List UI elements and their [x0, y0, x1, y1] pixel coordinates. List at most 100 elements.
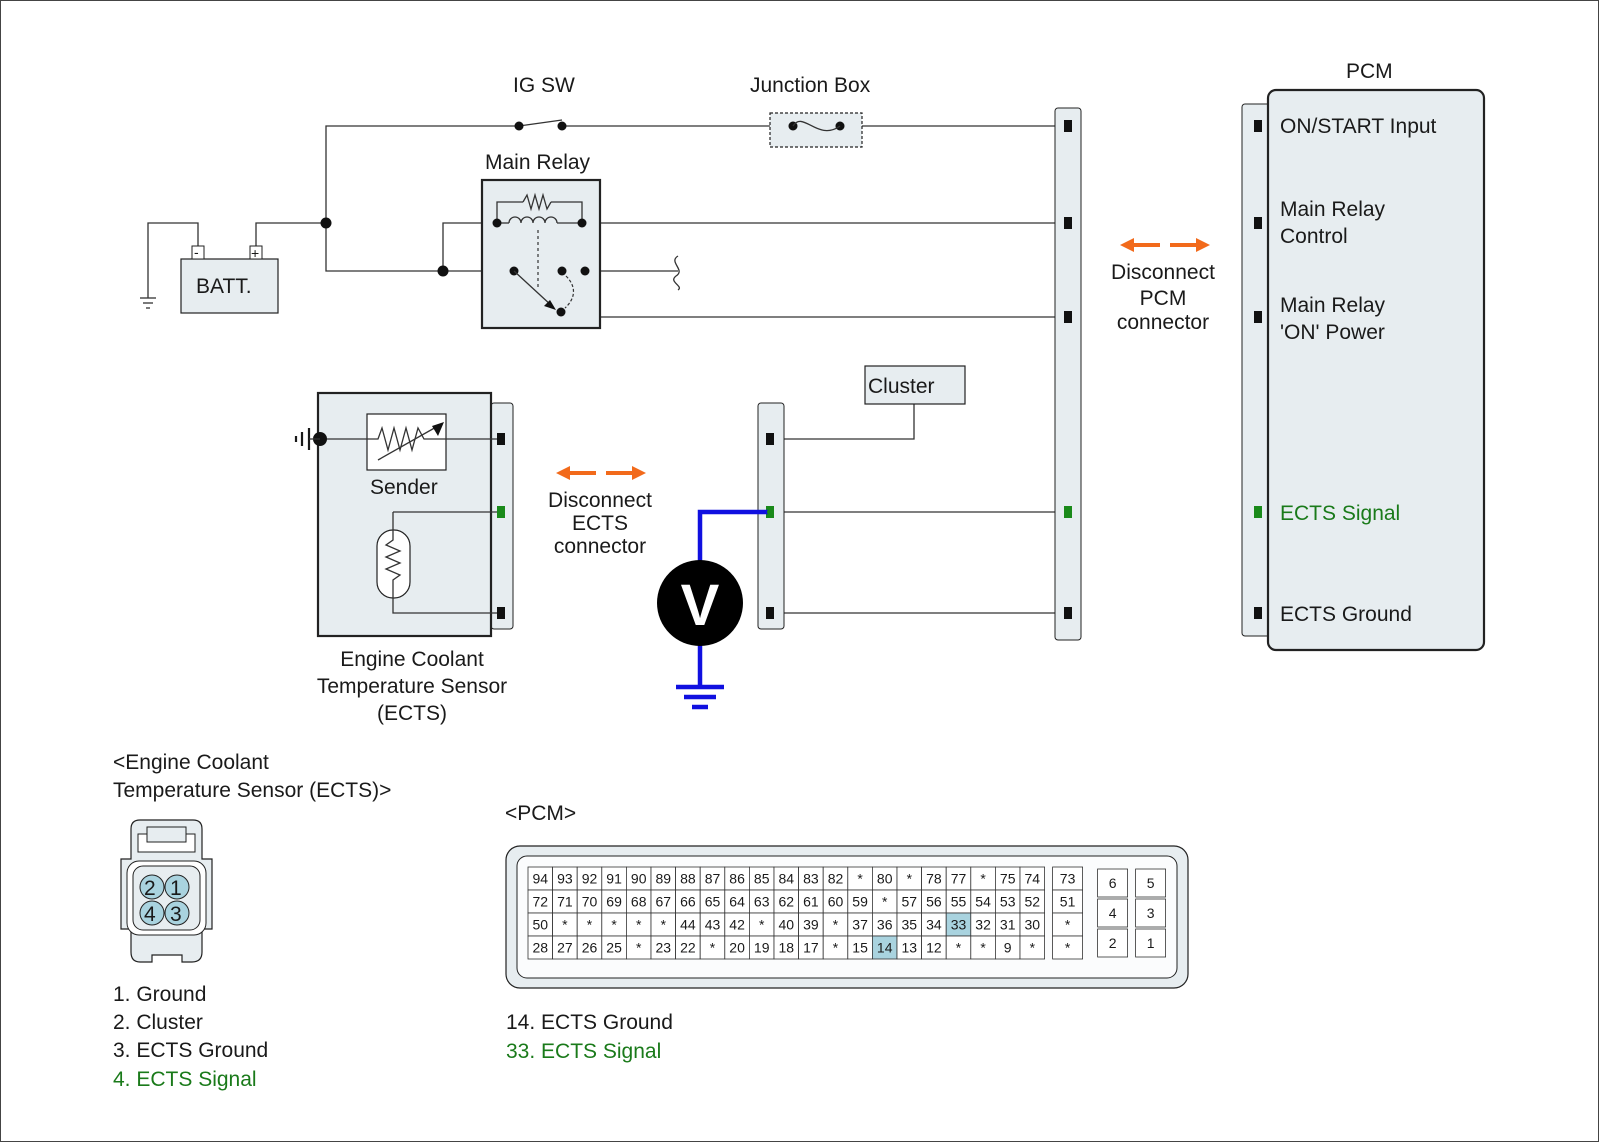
- pcm-pin-number: 67: [656, 894, 672, 910]
- harness-pin: [1064, 217, 1072, 229]
- pcm-pin-number: 33: [951, 917, 967, 933]
- pcm-pin-number: 75: [1000, 871, 1016, 887]
- pcm-pin-number: 37: [852, 917, 868, 933]
- pcm-pin-number: 40: [779, 917, 795, 933]
- pcm-pin-number: 71: [557, 894, 573, 910]
- pcm-pin-number: 56: [926, 894, 942, 910]
- pcm-pin-number: 50: [533, 917, 549, 933]
- disconnect-pcm-text: PCM: [1140, 287, 1187, 310]
- pcm-pin-cell: [1097, 868, 1128, 898]
- ects-pin: 3: [170, 903, 182, 926]
- disconnect-ects-text: connector: [554, 535, 646, 558]
- pcm-pin-number: *: [661, 917, 667, 933]
- pcm-pin-cell: [1097, 928, 1128, 958]
- pcm-pin-number: 54: [975, 894, 991, 910]
- pcm-pin-number: *: [710, 940, 716, 956]
- pcm-pin-main-relay-control: Main Relay: [1280, 198, 1386, 221]
- ig-switch: IG SW: [513, 74, 575, 131]
- pcm-pin-number: 18: [779, 940, 795, 956]
- pcm-pin-number: 35: [902, 917, 918, 933]
- wire-break-symbol: [673, 255, 680, 291]
- pcm-pin-number: *: [636, 940, 642, 956]
- pcm-pin-number: 85: [754, 871, 770, 887]
- ects-legend-item-signal: 4. ECTS Signal: [113, 1068, 257, 1091]
- pcm-pin-number: 87: [705, 871, 721, 887]
- pcm-pin-number: 70: [582, 894, 598, 910]
- pcm-pin-number: 55: [951, 894, 967, 910]
- batt-negative-label: -: [194, 244, 199, 260]
- pcm-pin-number: *: [587, 917, 593, 933]
- pcm-pin-number: 90: [631, 871, 647, 887]
- pcm-pin-number: 6: [1109, 875, 1117, 891]
- pcm-box: PCM ON/START Input Main Relay Control Ma…: [1241, 60, 1486, 652]
- pcm-pin-number: 78: [926, 871, 942, 887]
- ects-connector-title-2: Temperature Sensor (ECTS)>: [113, 779, 391, 802]
- pcm-pin-number: 12: [926, 940, 942, 956]
- junction-node: [437, 265, 449, 277]
- ects-legend-item: 2. Cluster: [113, 1011, 203, 1034]
- ects-title-line-1: Engine Coolant: [340, 648, 484, 671]
- pcm-pin-number: 89: [656, 871, 672, 887]
- pcm-pin-number: *: [759, 917, 765, 933]
- cluster-label: Cluster: [868, 375, 935, 398]
- pcm-pin-number: *: [980, 871, 986, 887]
- pcm-pin-number: 64: [729, 894, 745, 910]
- inline-pin: [766, 607, 774, 619]
- ects-sensor: Sender Engine Coolant Temperature Sensor…: [294, 391, 514, 725]
- pcm-pin-number: 34: [926, 917, 942, 933]
- junction-node: [320, 217, 332, 229]
- pcm-pin-cell: [1135, 928, 1166, 958]
- pcm-pin-number: 62: [779, 894, 795, 910]
- pcm-pin-number: *: [956, 940, 962, 956]
- pcm-legend-item-signal: 33. ECTS Signal: [506, 1040, 661, 1063]
- pcm-pin-number: 19: [754, 940, 770, 956]
- pcm-pin-main-relay-on-2: 'ON' Power: [1280, 321, 1385, 344]
- pcm-pin-number: 44: [680, 917, 696, 933]
- pcm-pin-number: 42: [729, 917, 745, 933]
- ects-connector-face: <Engine Coolant Temperature Sensor (ECTS…: [113, 751, 391, 1091]
- pcm-pin-number: *: [611, 917, 617, 933]
- disconnect-pcm-indicator: Disconnect PCM connector: [1111, 238, 1215, 334]
- sender-label: Sender: [370, 476, 438, 499]
- pcm-pin-cell: [1019, 935, 1046, 960]
- pcm-pin-number: 86: [729, 871, 745, 887]
- pcm-pin-number: 82: [828, 871, 844, 887]
- pcm-pin-number: 73: [1060, 871, 1076, 887]
- pcm-pin-number: 94: [533, 871, 549, 887]
- pcm-pin-number: 26: [582, 940, 598, 956]
- pcm-pin-number: 52: [1025, 894, 1041, 910]
- ects-pin: 1: [170, 877, 182, 900]
- pcm-pin-number: *: [980, 940, 986, 956]
- pcm-pin-number: 61: [803, 894, 819, 910]
- pcm-pin-number: 59: [852, 894, 868, 910]
- pcm-pin-number: 83: [803, 871, 819, 887]
- ground-icon: [676, 684, 724, 710]
- pcm-label: PCM: [1346, 60, 1393, 83]
- pcm-pin-number: *: [562, 917, 568, 933]
- ects-title-line-2: Temperature Sensor: [317, 675, 507, 698]
- pcm-pin-number: 32: [975, 917, 991, 933]
- pcm-pin-number: 92: [582, 871, 598, 887]
- ects-connector-title-1: <Engine Coolant: [113, 751, 269, 774]
- main-relay-label: Main Relay: [485, 151, 591, 174]
- pcm-pin-number: 93: [557, 871, 573, 887]
- pcm-pin-number: 84: [779, 871, 795, 887]
- pcm-pin-number: 22: [680, 940, 696, 956]
- pcm-pin-number: *: [636, 917, 642, 933]
- pcm-pin-ects-ground: ECTS Ground: [1280, 603, 1412, 626]
- pcm-pin-number: 23: [656, 940, 672, 956]
- pcm-pin-main-relay-control-2: Control: [1280, 225, 1348, 248]
- ects-legend-item: 1. Ground: [113, 983, 206, 1006]
- batt-positive-label: +: [251, 245, 259, 261]
- disconnect-pcm-text: Disconnect: [1111, 261, 1215, 284]
- voltmeter: V: [657, 509, 770, 710]
- pcm-pin-number: *: [882, 894, 888, 910]
- pcm-pin-number: 39: [803, 917, 819, 933]
- pcm-pin-number: 43: [705, 917, 721, 933]
- pcm-pin-number: 17: [803, 940, 819, 956]
- pcm-pin-number: 77: [951, 871, 967, 887]
- disconnect-ects-text: ECTS: [572, 512, 628, 535]
